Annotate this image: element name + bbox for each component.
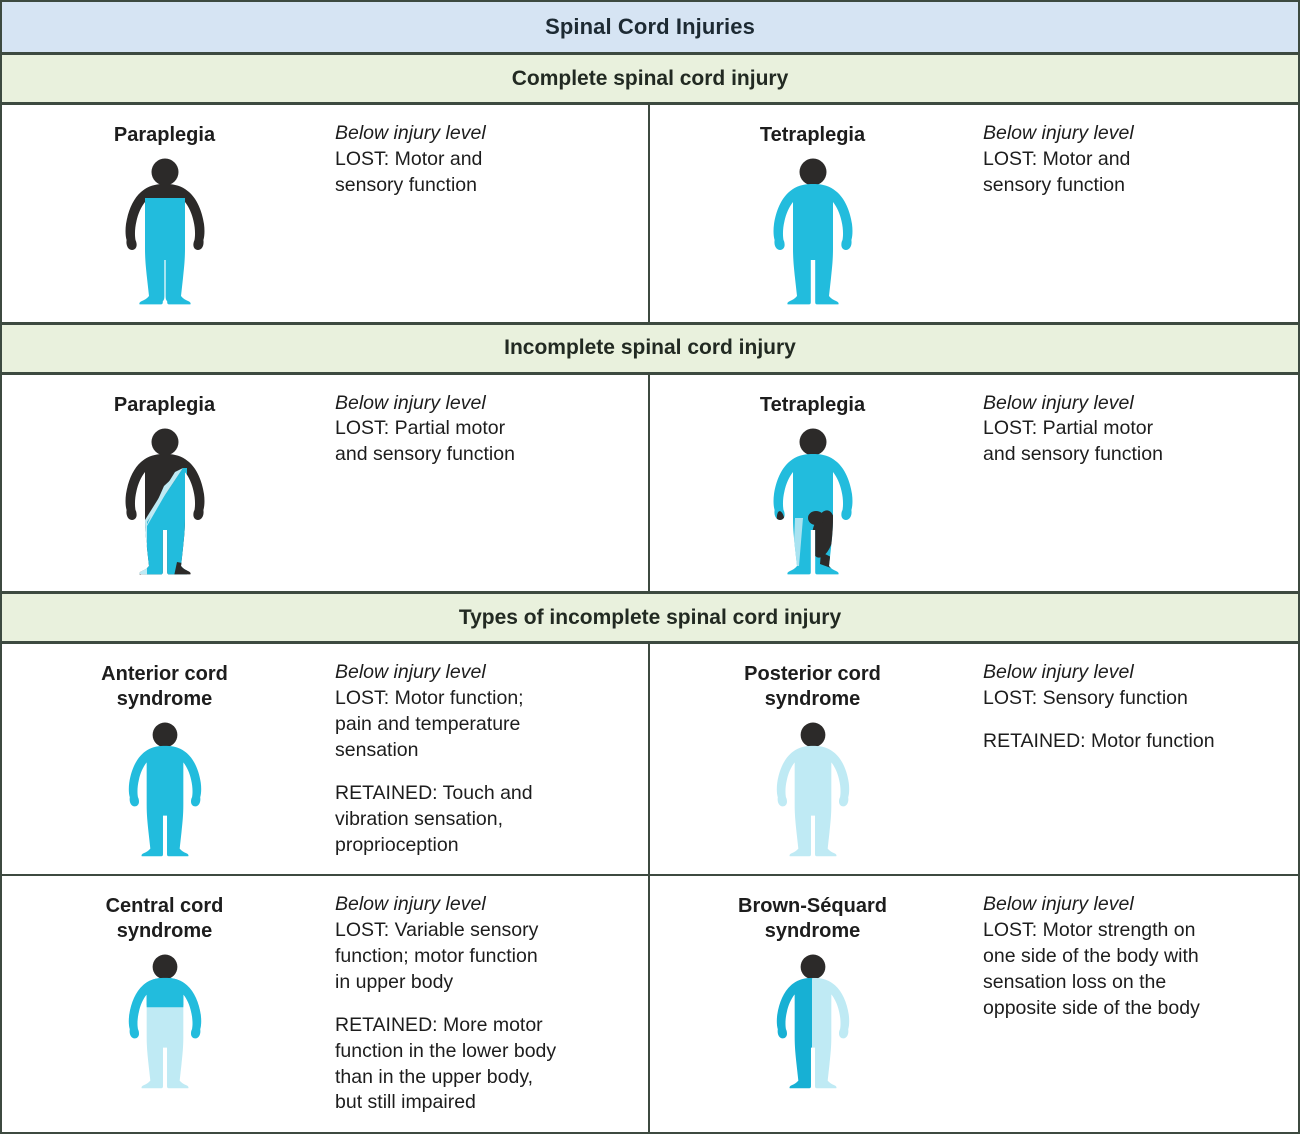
description-lead: Below injury level (983, 122, 1134, 144)
cell-paraplegia-incomplete: Paraplegia (2, 374, 650, 592)
description-lead: Below injury level (335, 893, 486, 916)
description-lead: Below injury level (983, 661, 1134, 684)
description-line: function; motor function (335, 944, 538, 967)
section-header-label: Types of incomplete spinal cord injury (458, 605, 842, 629)
description-line: LOST: Variable sensory (335, 918, 539, 941)
retained-line: RETAINED: Motor function (983, 729, 1215, 752)
retained-line: but still impaired (335, 1091, 476, 1114)
description-column: Below injury level LOST: Motor and senso… (975, 117, 1298, 312)
description-line: sensory function (335, 173, 477, 196)
retained-line: vibration sensation, (335, 807, 504, 830)
figure-central-cord-syndrome (121, 952, 209, 1090)
figure-label: Paraplegia (113, 124, 216, 146)
figure-paraplegia-complete (117, 156, 213, 306)
row-complete: Paraplegia (2, 105, 1298, 322)
description-line: opposite side of the body (983, 996, 1200, 1019)
section-header-label: Complete spinal cord injury (511, 66, 789, 90)
retained-line: RETAINED: More motor (335, 1013, 543, 1036)
description-line: LOST: Motor function; (335, 687, 524, 710)
description-line: and sensory function (335, 443, 515, 466)
figure-posterior-cord-syndrome (769, 720, 857, 858)
description-line: LOST: Sensory function (983, 687, 1188, 710)
description-line: LOST: Partial motor (983, 417, 1154, 440)
description-line: sensation loss on the (983, 970, 1167, 993)
figure-label: Tetraplegia (759, 393, 866, 416)
retained-line: function in the lower body (335, 1039, 557, 1062)
description-lead: Below injury level (335, 391, 486, 414)
retained-line: RETAINED: Touch and (335, 781, 533, 804)
figure-label: Tetraplegia (759, 124, 866, 146)
description-column: Below injury level LOST: Partial motor a… (975, 387, 1298, 582)
description-line: one side of the body with (983, 944, 1199, 967)
figure-brown-sequard-syndrome (769, 952, 857, 1090)
figure-column: Tetraplegia (650, 387, 975, 582)
description-lead: Below injury level (983, 391, 1134, 414)
description-column: Below injury level LOST: Variable sensor… (327, 888, 648, 1122)
description-lead: Below injury level (335, 661, 486, 684)
description-line: LOST: Motor and (983, 147, 1131, 170)
description-line: and sensory function (983, 443, 1163, 466)
description-line: LOST: Motor strength on (983, 918, 1196, 941)
retained-line: proprioception (335, 833, 459, 856)
description-lead: Below injury level (983, 893, 1134, 916)
description-column: Below injury level LOST: Motor and senso… (327, 117, 648, 312)
retained-line: than in the upper body, (335, 1065, 534, 1088)
description-column: Below injury level LOST: Motor function;… (327, 656, 648, 864)
description-line: LOST: Motor and (335, 147, 483, 170)
figure-tetraplegia-incomplete (765, 426, 861, 576)
figure-tetraplegia-complete (765, 156, 861, 306)
description-line: in upper body (335, 970, 454, 993)
description-line: pain and temperature (335, 712, 521, 735)
table-title-banner: Spinal Cord Injuries (2, 2, 1298, 55)
paragraph-gap (983, 712, 1284, 729)
description-line: LOST: Partial motor (335, 417, 506, 440)
description-column: Below injury level LOST: Motor strength … (975, 888, 1298, 1122)
figure-label: Paraplegia (113, 393, 216, 416)
section-header-incomplete: Incomplete spinal cord injury (2, 321, 1298, 375)
description-lead: Below injury level (335, 122, 486, 144)
figure-column: Paraplegia (2, 387, 327, 582)
description-column: Below injury level LOST: Partial motor a… (327, 387, 648, 582)
paragraph-gap (335, 764, 634, 781)
page-title: Spinal Cord Injuries (545, 14, 755, 39)
figure-column: Paraplegia (2, 117, 327, 312)
cell-tetraplegia-complete: Tetraplegia Below injury level LOST: Mot… (650, 105, 1298, 322)
section-header-complete: Complete spinal cord injury (2, 55, 1298, 105)
figure-paraplegia-incomplete (117, 426, 213, 576)
cell-tetraplegia-incomplete: Tetraplegia (650, 375, 1298, 592)
row-incomplete: Paraplegia (2, 374, 1298, 592)
cell-paraplegia-complete: Paraplegia (2, 105, 650, 322)
figure-anterior-cord-syndrome (121, 720, 209, 858)
section-header-label: Incomplete spinal cord injury (504, 336, 796, 360)
paragraph-gap (335, 996, 634, 1013)
description-line: sensation (335, 738, 419, 761)
description-line: sensory function (983, 173, 1125, 196)
section-header-types: Types of incomplete spinal cord injury (2, 591, 1298, 645)
figure-column: Tetraplegia (650, 117, 975, 312)
description-column: Below injury level LOST: Sensory functio… (975, 656, 1298, 864)
